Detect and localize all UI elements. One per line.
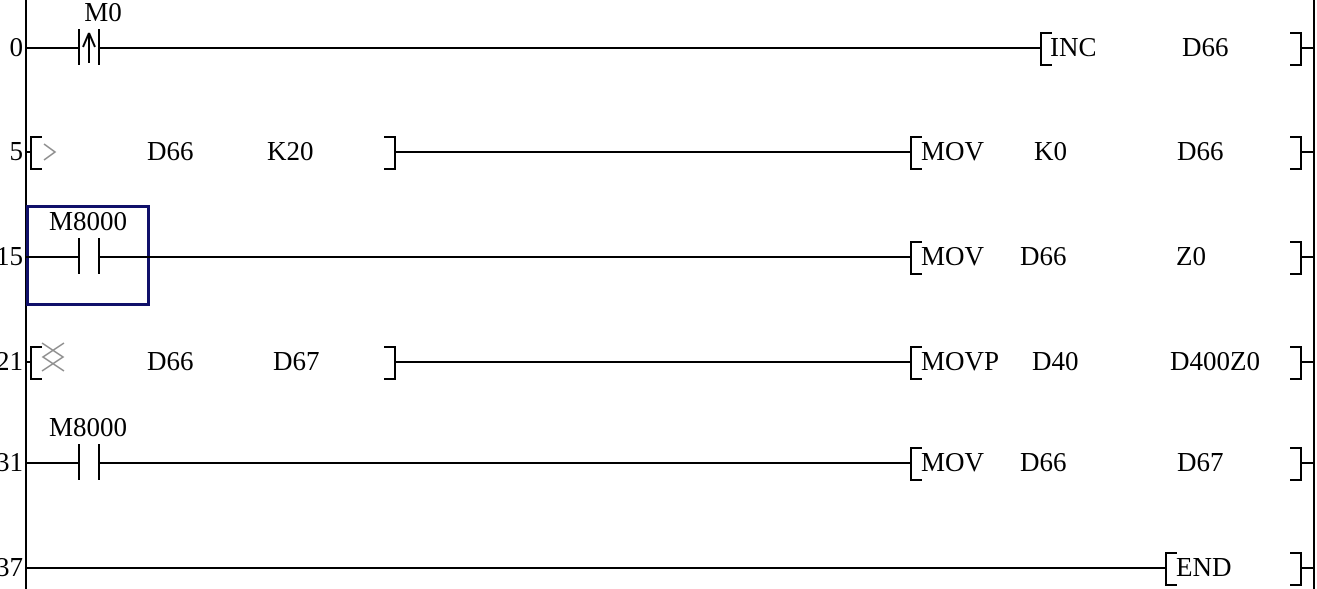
wire	[26, 361, 32, 363]
contact-device-label[interactable]: M8000	[48, 412, 127, 442]
instruction-bracket-right	[1290, 32, 1302, 66]
instruction-operand[interactable]: K0	[1034, 136, 1067, 166]
instruction-opcode[interactable]: MOVP	[921, 346, 1000, 376]
contact-left-bar[interactable]	[78, 444, 80, 480]
wire	[396, 361, 910, 363]
wire	[26, 47, 79, 49]
step-number: 21	[0, 346, 23, 376]
wire	[1302, 47, 1314, 49]
wire	[1302, 361, 1314, 363]
rising-edge-arrow-icon	[79, 29, 99, 65]
comparison-operand[interactable]: D67	[273, 346, 320, 376]
instruction-opcode[interactable]: INC	[1050, 32, 1097, 62]
greater-than-symbol[interactable]	[42, 142, 58, 162]
wire	[1302, 567, 1314, 569]
instruction-bracket-left	[910, 447, 922, 481]
instruction-bracket-right	[1290, 136, 1302, 170]
instruction-bracket-right	[1290, 346, 1302, 380]
instruction-operand[interactable]: D66	[1020, 447, 1067, 477]
contact-device-label[interactable]: M0	[84, 0, 122, 27]
step-number: 5	[9, 136, 24, 166]
wire	[26, 567, 1165, 569]
wire	[396, 151, 910, 153]
comparison-operand[interactable]: K20	[267, 136, 314, 166]
instruction-bracket-right	[1290, 552, 1302, 586]
comparison-operand[interactable]: D66	[147, 136, 194, 166]
selection-cursor[interactable]	[26, 205, 150, 306]
wire	[1302, 462, 1314, 464]
contact-left-bar[interactable]	[78, 29, 80, 65]
step-number: 37	[0, 552, 23, 582]
step-number: 0	[9, 32, 24, 62]
wire	[99, 462, 910, 464]
right-power-rail	[1313, 0, 1315, 589]
wire	[1302, 151, 1314, 153]
wire	[99, 256, 910, 258]
wire	[26, 151, 32, 153]
not-equal-symbol[interactable]	[40, 341, 66, 373]
comparison-bracket-left	[30, 346, 42, 380]
comparison-operand[interactable]: D66	[147, 346, 194, 376]
instruction-operand[interactable]: D66	[1177, 136, 1224, 166]
contact-device-label[interactable]: M8000	[48, 206, 127, 236]
instruction-opcode[interactable]: MOV	[921, 136, 985, 166]
wire	[26, 256, 79, 258]
contact-left-bar[interactable]	[78, 238, 80, 274]
wire	[99, 47, 1040, 49]
wire	[26, 462, 79, 464]
comparison-bracket-right	[384, 136, 396, 170]
step-number: 15	[0, 241, 23, 271]
wire	[1302, 256, 1314, 258]
instruction-bracket-right	[1290, 241, 1302, 275]
instruction-operand[interactable]: Z0	[1176, 241, 1206, 271]
instruction-bracket-left	[910, 241, 922, 275]
instruction-opcode[interactable]: MOV	[921, 241, 985, 271]
instruction-operand[interactable]: D66	[1020, 241, 1067, 271]
comparison-bracket-left	[30, 136, 42, 170]
instruction-bracket-left	[1165, 552, 1177, 586]
instruction-bracket-left	[910, 136, 922, 170]
instruction-opcode[interactable]: MOV	[921, 447, 985, 477]
instruction-bracket-left	[1040, 32, 1052, 66]
instruction-operand[interactable]: D400Z0	[1170, 346, 1260, 376]
instruction-bracket-left	[910, 346, 922, 380]
instruction-operand[interactable]: D67	[1177, 447, 1224, 477]
instruction-operand[interactable]: D66	[1182, 32, 1229, 62]
instruction-opcode[interactable]: END	[1176, 552, 1232, 582]
comparison-bracket-right	[384, 346, 396, 380]
instruction-bracket-right	[1290, 447, 1302, 481]
step-number: 31	[0, 447, 23, 477]
instruction-operand[interactable]: D40	[1032, 346, 1079, 376]
